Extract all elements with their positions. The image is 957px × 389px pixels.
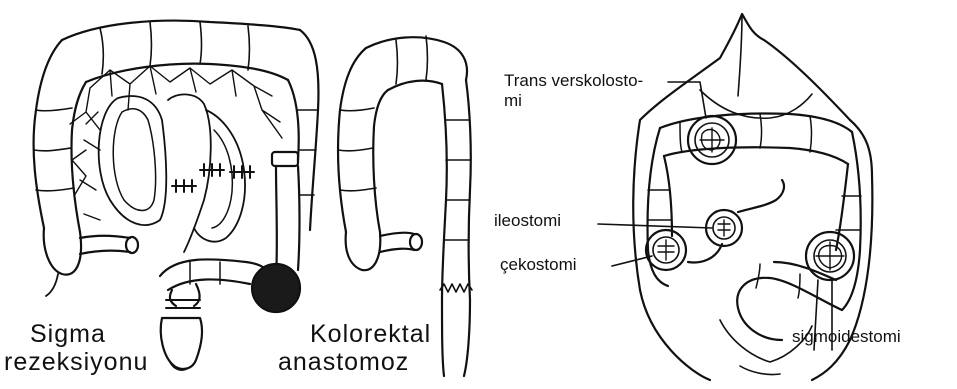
transverse-haustra-2: [396, 36, 428, 84]
ascending-colon-2: [338, 48, 388, 232]
label-transverse-1: Trans verskolosto-: [504, 72, 643, 89]
torso-outline: [633, 14, 872, 380]
cecum-2: [346, 232, 381, 270]
transverse-colon-2: [366, 37, 467, 90]
stoma-cecostomy: [646, 230, 686, 270]
label-cekostomi: çekostomi: [500, 256, 577, 273]
panel-sigma-resection: [34, 21, 319, 370]
mesentery-loop-left: [99, 96, 167, 225]
stoma-transverse: [688, 116, 736, 164]
label-sigma: Sigma: [30, 322, 106, 347]
sigmoid-haustra-3: [756, 264, 800, 298]
ascending-colon: [34, 40, 86, 232]
resected-segment: [252, 264, 300, 312]
label-sigmoidestomi: sigmoidestomi: [792, 328, 901, 345]
stoma-sigmoidostomy: [806, 232, 854, 280]
label-anastomoz: anastomoz: [278, 350, 409, 375]
mesentery-loop-inner: [113, 109, 155, 211]
label-kolorektal: Kolorektаl: [310, 322, 431, 347]
panel-ostomies: [598, 14, 872, 380]
ascending-haustra-2: [338, 108, 376, 191]
small-bowel-3: [688, 180, 784, 262]
mesentery-loop-right-inner: [212, 130, 232, 228]
anastomosis-suture: [440, 284, 472, 292]
leader-transverse: [668, 82, 706, 118]
leader-ileostomi: [598, 224, 712, 228]
clamp-right: [230, 166, 254, 178]
ileum-end: [126, 237, 138, 253]
descending-lower-limb: [276, 166, 300, 280]
descending-cut-end: [272, 152, 298, 166]
ascending-colon-haustra: [34, 108, 74, 191]
descending-haustra-2: [444, 120, 470, 240]
label-transverse-2: mi: [504, 92, 522, 109]
leader-cekostomi: [612, 256, 652, 266]
ascending-haustra-3: [648, 190, 671, 220]
vessel-network: [70, 66, 282, 220]
descending-colon: [288, 30, 318, 230]
ileum-end-2: [410, 234, 422, 250]
clamp-left: [172, 180, 196, 192]
clamp-center: [200, 164, 224, 176]
cecum: [44, 228, 81, 275]
label-rezeksiyonu: rezeksiyonu: [4, 350, 148, 375]
terminal-ileum: [80, 236, 130, 254]
label-ileostomi: ileostomi: [494, 212, 561, 229]
transverse-colon: [62, 21, 300, 82]
appendix: [46, 274, 58, 296]
descending-colon-2: [442, 80, 471, 376]
ileum-2: [380, 233, 414, 252]
rectum: [161, 318, 202, 369]
